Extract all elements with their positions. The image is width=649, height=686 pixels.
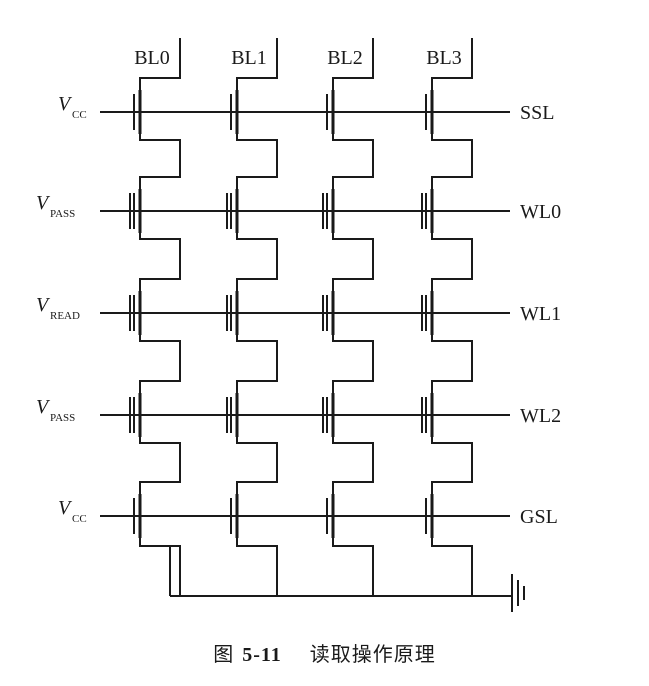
voltage-sub-1: PASS: [50, 208, 75, 220]
bitline-label-2: BL2: [327, 47, 363, 69]
voltage-label-4: V: [58, 497, 73, 519]
bitline-label-3: BL3: [426, 47, 462, 69]
bitline-top-2: [332, 38, 374, 90]
bitline-bottom-1: [236, 538, 278, 596]
series-link-2-1: [332, 233, 374, 291]
line-label-2: WL1: [520, 303, 561, 325]
bitline-label-1: BL1: [231, 47, 267, 69]
series-link-1-0: [236, 134, 278, 189]
series-link-0-0: [139, 134, 181, 189]
series-link-2-0: [332, 134, 374, 189]
series-link-2-2: [332, 335, 374, 393]
series-link-3-0: [431, 134, 473, 189]
series-link-1-2: [236, 335, 278, 393]
bitline-top-3: [431, 38, 473, 90]
series-link-0-3: [139, 437, 181, 494]
bitline-bottom-3: [431, 538, 473, 596]
figure-caption: 图 5-11 读取操作原理: [0, 638, 649, 667]
series-link-1-1: [236, 233, 278, 291]
series-link-0-1: [139, 233, 181, 291]
caption-figure: 图: [213, 642, 235, 666]
voltage-sub-3: PASS: [50, 412, 75, 424]
voltage-label-1: V: [36, 192, 51, 214]
series-link-3-3: [431, 437, 473, 494]
bitline-label-0: BL0: [134, 47, 170, 69]
series-link-1-3: [236, 437, 278, 494]
bitline-top-1: [236, 38, 278, 90]
series-link-0-2: [139, 335, 181, 393]
series-link-3-1: [431, 233, 473, 291]
voltage-sub-4: CC: [72, 513, 87, 525]
caption-title: 读取操作原理: [309, 642, 436, 666]
voltage-sub-2: READ: [50, 310, 80, 322]
line-label-4: GSL: [520, 506, 558, 528]
series-link-3-2: [431, 335, 473, 393]
voltage-sub-0: CC: [72, 109, 87, 121]
bitline-top-0: [139, 38, 181, 90]
line-label-0: SSL: [520, 102, 554, 124]
series-link-2-3: [332, 437, 374, 494]
bitline-bottom-2: [332, 538, 374, 596]
line-label-1: WL0: [520, 201, 561, 223]
voltage-label-2: V: [36, 294, 51, 316]
bitline-bottom-0: [139, 538, 181, 596]
voltage-label-3: V: [36, 396, 51, 418]
voltage-label-0: V: [58, 93, 73, 115]
caption-number: 5-11: [242, 644, 282, 666]
line-label-3: WL2: [520, 405, 561, 427]
circuit-wires: [100, 38, 525, 612]
